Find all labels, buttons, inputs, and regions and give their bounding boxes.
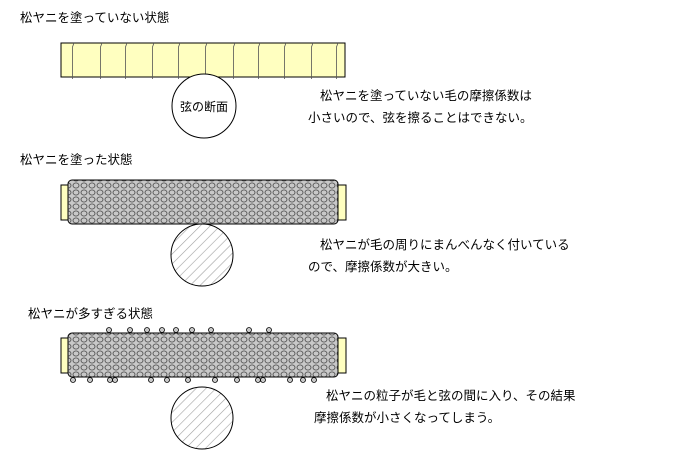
- rosin-particle: [106, 327, 112, 333]
- rosin-particle: [148, 377, 154, 383]
- hair-strand: [311, 42, 314, 79]
- hair-strand: [284, 42, 287, 79]
- rosin-particle: [300, 377, 306, 383]
- string-cross-section-1: 弦の断面: [171, 73, 237, 139]
- rosin-particle: [255, 377, 261, 383]
- description-line: 松ヤニを塗っていない毛の摩擦係数は: [320, 88, 532, 103]
- rosin-particle: [185, 377, 191, 383]
- rosin-particle: [311, 377, 317, 383]
- description-no-rosin: 松ヤニを塗っていない毛の摩擦係数は 小さいので、弦を擦ることはできない。: [308, 85, 533, 129]
- description-line: 松ヤニの粒子が毛と弦の間に入り、その結果: [326, 388, 576, 403]
- hair-strand: [205, 42, 208, 79]
- rosin-particle: [70, 377, 76, 383]
- rosin-particle: [87, 377, 93, 383]
- heading-too-much-rosin: 松ヤニが多すぎる状態: [28, 306, 154, 321]
- hair-strand: [178, 42, 181, 79]
- rosin-particle: [127, 327, 133, 333]
- cross-section-label: 弦の断面: [180, 99, 228, 114]
- hair-strand: [152, 42, 155, 79]
- rosin-particle: [234, 377, 240, 383]
- hair-bundle-rosined: [60, 179, 347, 225]
- hair-strand: [72, 42, 75, 79]
- rosin-particle: [189, 327, 195, 333]
- description-line: 摩擦係数が小さくなってしまう。: [314, 410, 501, 425]
- hair-strand: [258, 42, 261, 79]
- rosin-particle: [260, 377, 266, 383]
- description-with-rosin: 松ヤニが毛の周りにまんべんなく付いている ので、摩擦係数が大きい。: [308, 234, 570, 278]
- string-cross-section-2: [170, 223, 234, 287]
- string-cross-section-3: [170, 386, 234, 450]
- heading-no-rosin: 松ヤニを塗っていない状態: [20, 10, 170, 25]
- rosin-particle: [208, 327, 214, 333]
- description-line: 小さいので、弦を擦ることはできない。: [308, 110, 533, 125]
- rosin-particle: [144, 327, 150, 333]
- rosin-particle: [287, 377, 293, 383]
- rosin-particle: [164, 377, 170, 383]
- hair-strand: [100, 42, 103, 79]
- heading-with-rosin: 松ヤニを塗った状態: [20, 152, 133, 167]
- hair-bundle-plain: [60, 42, 346, 79]
- hair-bundle-excess-rosin: [60, 327, 347, 383]
- rosin-particle: [173, 327, 179, 333]
- rosin-particle: [246, 327, 252, 333]
- hair-strand: [233, 42, 236, 79]
- hair-strand: [125, 42, 128, 79]
- description-line: 松ヤニが毛の周りにまんべんなく付いている: [320, 237, 570, 252]
- rosin-particle: [266, 327, 272, 333]
- rosin-particle: [212, 377, 218, 383]
- rosin-particle: [107, 377, 113, 383]
- rosin-particle: [159, 327, 165, 333]
- description-too-much-rosin: 松ヤニの粒子が毛と弦の間に入り、その結果 摩擦係数が小さくなってしまう。: [314, 385, 576, 429]
- description-line: ので、摩擦係数が大きい。: [308, 259, 458, 274]
- rosin-particle: [112, 377, 118, 383]
- hair-strand: [336, 42, 339, 79]
